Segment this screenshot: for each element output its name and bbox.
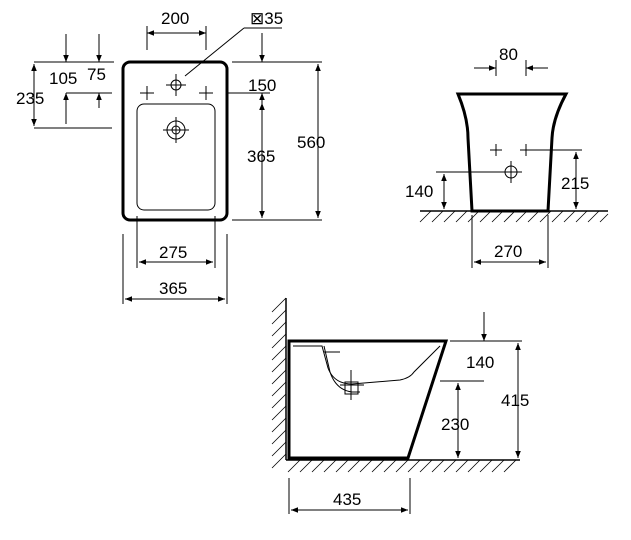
dim-365-vertical: 365	[247, 147, 275, 166]
side-drain-symbol	[340, 370, 364, 400]
dim-35-square: ⊠35	[250, 9, 283, 28]
front-drain-symbol	[500, 161, 522, 183]
dim-150: 150	[248, 76, 276, 95]
dim-275: 275	[159, 243, 187, 262]
dim-80: 80	[499, 45, 518, 64]
dim-140-front: 140	[405, 182, 433, 201]
side-view: 140 230 415 435	[271, 297, 529, 514]
top-view: 200 ⊠35 150 365 560 105 75 235 275	[16, 9, 325, 304]
dim-415: 415	[501, 391, 529, 410]
tap-hole-symbol	[166, 74, 186, 96]
dim-270: 270	[494, 242, 522, 261]
top-view-basin	[136, 103, 216, 211]
fixing-holes	[140, 86, 213, 100]
side-view-basin	[293, 345, 441, 385]
dim-105: 105	[49, 69, 77, 88]
front-floor-hatch	[419, 210, 609, 223]
dim-560: 560	[297, 133, 325, 152]
dim-75: 75	[87, 65, 106, 84]
top-view-outline	[121, 60, 229, 222]
dim-365-horizontal: 365	[159, 279, 187, 298]
dim-235: 235	[16, 89, 44, 108]
drain-symbol	[163, 117, 189, 143]
dim-200: 200	[161, 9, 189, 28]
front-view: 80 140 215 270	[405, 45, 609, 268]
front-view-outline	[455, 92, 569, 213]
side-floor-hatch	[287, 459, 517, 473]
dim-215: 215	[561, 174, 589, 193]
front-fixing-holes	[490, 144, 532, 156]
side-view-outline	[287, 339, 449, 460]
dim-140-side: 140	[466, 353, 494, 372]
dim-230: 230	[441, 415, 469, 434]
wall-hatch	[271, 297, 287, 469]
dim-435: 435	[333, 490, 361, 509]
